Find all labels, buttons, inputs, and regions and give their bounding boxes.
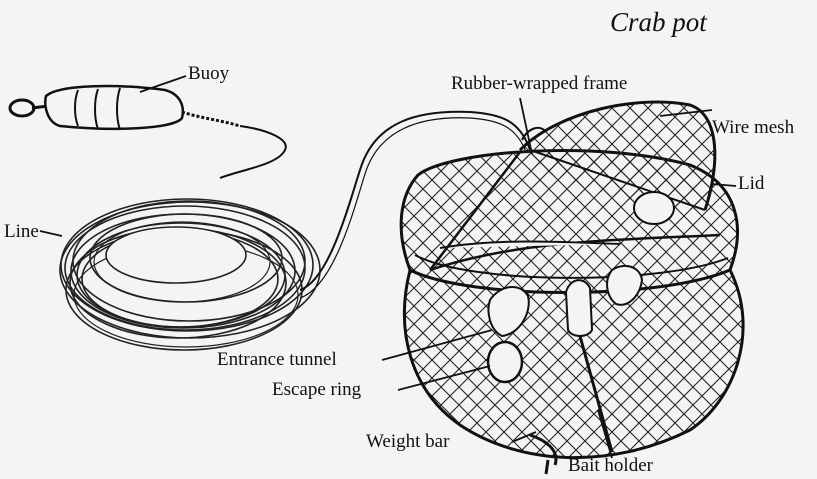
label-wire-mesh: Wire mesh <box>712 118 794 138</box>
label-line: Line <box>4 222 39 242</box>
diagram-title: Crab pot <box>610 8 707 36</box>
line-rope <box>220 126 286 178</box>
label-bait-holder: Bait holder <box>568 456 653 476</box>
escape-ring <box>488 342 522 382</box>
label-buoy: Buoy <box>188 64 229 84</box>
label-weight-bar: Weight bar <box>366 432 449 452</box>
label-escape-ring: Escape ring <box>272 380 361 400</box>
label-entrance-tunnel: Entrance tunnel <box>217 350 337 370</box>
label-rubber-wrapped-frame: Rubber-wrapped frame <box>451 74 627 94</box>
buoy-shape <box>10 86 240 130</box>
label-lid: Lid <box>738 174 764 194</box>
coiled-line <box>60 199 320 350</box>
